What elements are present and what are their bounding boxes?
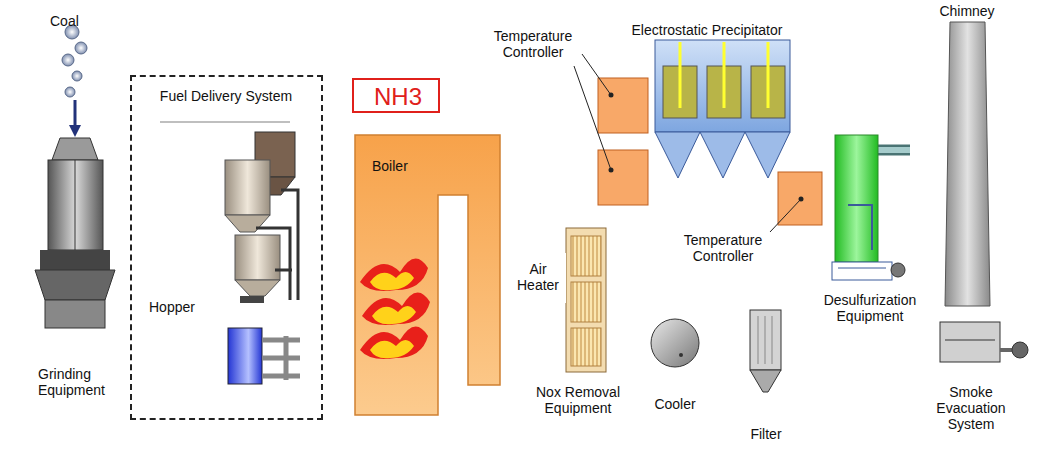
blue-tank bbox=[228, 328, 262, 384]
cooler-drawing bbox=[651, 319, 699, 367]
grinding-mill-drawing bbox=[45, 300, 105, 328]
equipment-label: Cooler bbox=[645, 396, 705, 412]
desulfurization-unit: Desulfurization Equipment bbox=[830, 130, 910, 282]
grinding-mill-drawing bbox=[75, 160, 76, 250]
leader-line bbox=[574, 54, 801, 232]
smoke-evacuation-drawing bbox=[940, 322, 1028, 362]
filter: Filter bbox=[748, 308, 783, 395]
equipment-label: Chimney bbox=[932, 3, 1002, 19]
hopper: Hopper bbox=[197, 132, 307, 307]
air-heater-box: Air Heater bbox=[510, 253, 566, 303]
boiler: Boiler bbox=[355, 135, 502, 415]
grinding-mill-drawing bbox=[40, 250, 110, 270]
equipment-label: Filter bbox=[738, 426, 794, 442]
grinding-mill-drawing bbox=[35, 270, 115, 300]
cooler-drawing bbox=[651, 319, 699, 367]
coal-lumps bbox=[75, 42, 87, 54]
coal-lumps bbox=[62, 25, 87, 137]
leader-line bbox=[574, 66, 611, 170]
smoke-evacuation-drawing bbox=[945, 340, 995, 341]
hopper-drawing bbox=[235, 280, 280, 296]
nox-removal-drawing bbox=[566, 228, 606, 372]
equipment-label: Grinding Equipment bbox=[38, 366, 130, 398]
equipment-label: Nox Removal Equipment bbox=[528, 384, 628, 416]
material-label: Coal bbox=[50, 13, 94, 29]
chimney: Chimney bbox=[945, 22, 990, 306]
boiler-drawing bbox=[360, 258, 428, 291]
coal-lumps bbox=[62, 54, 74, 66]
temperature-controller-unit bbox=[598, 78, 822, 225]
equipment-label: Air Heater bbox=[510, 261, 566, 293]
smoke-evacuation-drawing bbox=[940, 322, 1000, 362]
equipment-label: Hopper bbox=[149, 299, 204, 315]
equipment-label: NH3 bbox=[354, 82, 442, 112]
equipment-label: Smoke Evacuation System bbox=[925, 384, 1017, 432]
equipment-label: Boiler bbox=[372, 158, 432, 174]
temperature-controller-unit bbox=[598, 150, 648, 205]
blue-tank bbox=[262, 336, 300, 380]
hopper-drawing bbox=[256, 190, 298, 300]
nox-removal-unit: Nox Removal Equipment bbox=[566, 228, 606, 372]
nox-removal-drawing bbox=[566, 228, 606, 372]
hopper-drawing bbox=[225, 160, 270, 215]
blue-tank bbox=[228, 328, 300, 384]
grinding-mill-drawing bbox=[35, 138, 115, 328]
heading-rule bbox=[160, 121, 290, 123]
coal-lumps bbox=[65, 87, 75, 97]
callout-label: Temperature Controller bbox=[668, 232, 778, 264]
coal-lumps bbox=[69, 125, 81, 137]
electrostatic-precipitator: Electrostatic Precipitator bbox=[655, 40, 790, 180]
nox-removal-drawing bbox=[571, 236, 601, 276]
cooler: Cooler bbox=[650, 318, 700, 368]
hopper-drawing bbox=[225, 132, 298, 303]
precipitator-drawing bbox=[655, 132, 790, 178]
leader-line bbox=[582, 54, 611, 95]
fuel-delivery-box: Fuel Delivery SystemHopper bbox=[130, 75, 323, 420]
boiler-drawing bbox=[355, 135, 500, 415]
nox-removal-drawing bbox=[571, 282, 601, 322]
filter-drawing bbox=[750, 310, 781, 392]
desulfurization-drawing bbox=[891, 263, 905, 277]
filter-drawing bbox=[758, 316, 772, 364]
desulfurization-drawing bbox=[832, 135, 910, 280]
equipment-label: Desulfurization Equipment bbox=[805, 292, 935, 324]
boiler-drawing bbox=[362, 292, 430, 325]
smoke-evacuation-system: Smoke Evacuation System bbox=[938, 318, 1003, 365]
chimney-stack bbox=[945, 22, 990, 306]
smoke-evacuation-drawing bbox=[1012, 342, 1028, 358]
hopper-drawing bbox=[235, 235, 280, 280]
smoke-evacuation-drawing bbox=[1000, 348, 1012, 352]
desulfurization-drawing bbox=[878, 147, 910, 153]
desulfurization-drawing bbox=[835, 135, 878, 262]
desulfurization-drawing bbox=[878, 145, 910, 156]
precipitator-drawing bbox=[655, 40, 790, 132]
equipment-label: Electrostatic Precipitator bbox=[612, 22, 802, 38]
leader-line bbox=[770, 199, 801, 232]
precipitator-drawing bbox=[655, 40, 790, 178]
grinding-mill-drawing bbox=[48, 160, 103, 250]
boiler-drawing bbox=[355, 135, 500, 415]
grinding-mill-drawing bbox=[52, 138, 98, 160]
nox-removal-drawing bbox=[571, 328, 601, 366]
desulfurization-drawing bbox=[838, 268, 886, 269]
desulfurization-drawing bbox=[848, 205, 872, 250]
coal-lumps bbox=[72, 71, 82, 81]
boiler-drawing bbox=[360, 326, 428, 359]
temperature-controller-unit bbox=[598, 78, 648, 133]
desulfurization-drawing bbox=[832, 262, 892, 280]
coal-lumps bbox=[74, 100, 77, 126]
precipitator-drawing bbox=[680, 42, 768, 108]
callout-label: Temperature Controller bbox=[478, 28, 588, 60]
grinding-mill: Grinding Equipment bbox=[20, 120, 115, 330]
ammonia-box: NH3 bbox=[352, 78, 440, 113]
cooler-drawing bbox=[679, 353, 683, 357]
filter-drawing bbox=[750, 310, 781, 370]
filter-drawing bbox=[750, 370, 781, 392]
hopper-drawing bbox=[240, 296, 264, 303]
equipment-label: Fuel Delivery System bbox=[132, 88, 320, 104]
